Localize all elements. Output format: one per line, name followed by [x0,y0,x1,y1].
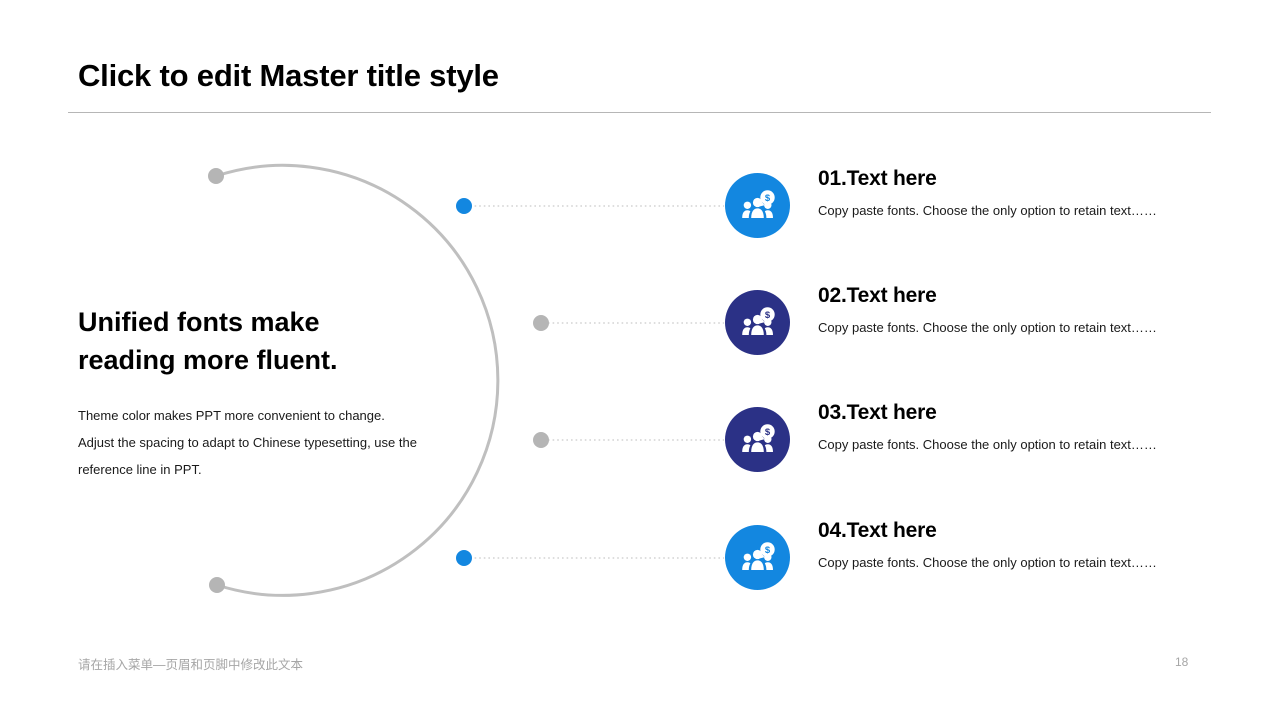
svg-text:$: $ [764,193,770,204]
item-description: Copy paste fonts. Choose the only option… [818,320,1157,336]
item-description: Copy paste fonts. Choose the only option… [818,437,1157,453]
item-title: 03.Text here [818,401,937,424]
left-heading: Unified fonts make reading more fluent. [78,307,338,376]
page-number: 18 [1175,655,1189,669]
title-divider [68,112,1211,113]
left-body-text: Theme color makes PPT more convenient to… [78,407,417,478]
people-money-icon: $ [741,189,775,218]
item-text-2: 02.Text here Copy paste fonts. Choose th… [818,284,1218,337]
arc-endpoint-dot-top [208,168,224,184]
arc-node-dot-2[interactable] [533,315,549,331]
item-icon-circle-1[interactable]: $ [725,173,790,238]
item-description: Copy paste fonts. Choose the only option… [818,555,1157,571]
list-item[interactable]: $ 02.Text here Copy paste fonts. Choose … [725,284,1215,356]
arc-node-dot-1[interactable] [456,198,472,214]
list-item[interactable]: $ 04.Text here Copy paste fonts. Choose … [725,519,1215,591]
people-money-icon: $ [741,541,775,570]
arc-node-dot-3[interactable] [533,432,549,448]
svg-text:$: $ [764,545,770,556]
arc-node-dot-4[interactable] [456,550,472,566]
item-icon-circle-4[interactable]: $ [725,525,790,590]
left-text-block: Unified fonts make reading more fluent. … [78,303,478,484]
item-text-3: 03.Text here Copy paste fonts. Choose th… [818,401,1218,454]
svg-text:$: $ [764,427,770,438]
svg-text:$: $ [764,310,770,321]
arc-endpoint-dot-bottom [209,577,225,593]
item-title: 04.Text here [818,519,937,542]
list-item[interactable]: $ 03.Text here Copy paste fonts. Choose … [725,401,1215,473]
list-item[interactable]: $ 01.Text here Copy paste fonts. Choose … [725,167,1215,239]
page-title: Click to edit Master title style [78,58,499,93]
item-icon-circle-3[interactable]: $ [725,407,790,472]
item-text-1: 01.Text here Copy paste fonts. Choose th… [818,167,1218,220]
item-text-4: 04.Text here Copy paste fonts. Choose th… [818,519,1218,572]
item-title: 02.Text here [818,284,937,307]
footer-placeholder-text: 请在插入菜单—页眉和页脚中修改此文本 [78,658,304,672]
item-title: 01.Text here [818,167,937,190]
people-money-icon: $ [741,306,775,335]
item-icon-circle-2[interactable]: $ [725,290,790,355]
item-description: Copy paste fonts. Choose the only option… [818,203,1157,219]
people-money-icon: $ [741,423,775,452]
